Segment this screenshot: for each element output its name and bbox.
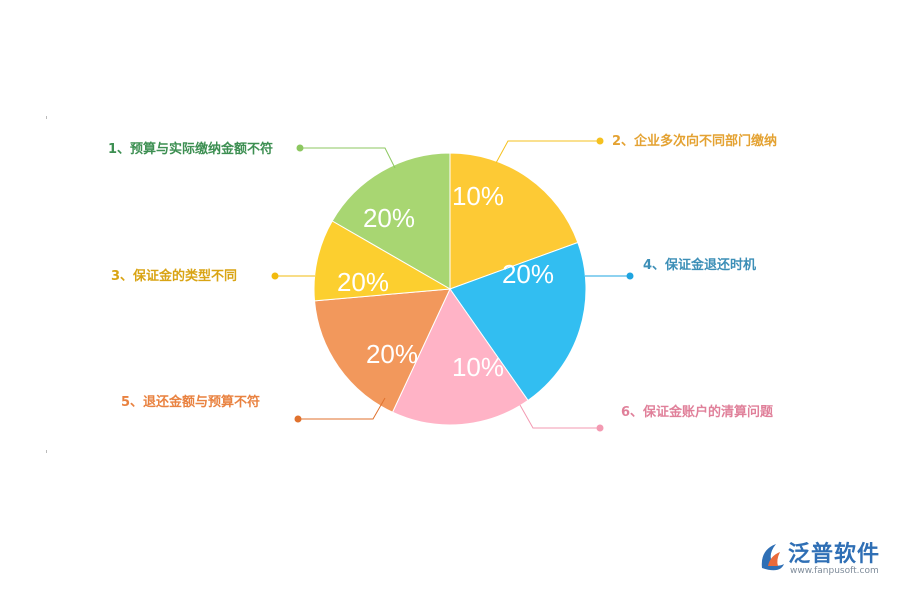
slice-value-label: 10% xyxy=(452,352,504,382)
slice-value-label: 20% xyxy=(366,339,418,369)
legend-label: 3、保证金的类型不同 xyxy=(111,268,237,284)
legend-dot xyxy=(294,415,302,423)
slice-value-label: 20% xyxy=(502,259,554,289)
legend-dot xyxy=(271,272,279,280)
logo-name: 泛普软件 xyxy=(788,542,881,567)
legend-dot xyxy=(296,144,304,152)
corner-tick xyxy=(46,450,47,453)
corner-tick xyxy=(46,116,47,119)
leader-line xyxy=(298,397,386,420)
legend-label: 6、保证金账户的清算问题 xyxy=(621,404,774,420)
legend-label: 2、企业多次向不同部门缴纳 xyxy=(612,133,777,149)
legend-label: 5、退还金额与预算不符 xyxy=(121,394,260,410)
slice-value-label: 20% xyxy=(363,203,415,233)
legend-label: 1、预算与实际缴纳金额不符 xyxy=(108,141,273,157)
legend-dot xyxy=(626,272,634,280)
pie-slices xyxy=(313,152,587,426)
pie-slice-1 xyxy=(331,152,451,290)
pie-slice-labels: 20% 10% 20% 10% 20% 20% xyxy=(337,181,554,382)
pie-slice-4 xyxy=(391,288,529,426)
leader-line xyxy=(300,147,396,169)
pie-slice-3 xyxy=(449,241,587,402)
legend-dot xyxy=(596,424,604,432)
legend: 1、预算与实际缴纳金额不符 2、企业多次向不同部门缴纳 4、保证金退还时机 6、保证金… xyxy=(108,133,777,420)
fanpu-logo-icon xyxy=(761,544,784,571)
leader-line xyxy=(519,404,600,429)
pie-slice-6 xyxy=(313,220,452,302)
legend-label: 4、保证金退还时机 xyxy=(643,257,756,273)
pie-slice-2 xyxy=(449,152,579,290)
logo-url: www.fanpusoft.com xyxy=(790,566,879,576)
legend-leader-lines xyxy=(271,137,634,432)
legend-dot xyxy=(596,137,604,145)
slice-value-label: 20% xyxy=(337,267,389,297)
leader-line xyxy=(495,140,600,164)
brand-logo: 泛普软件 www.fanpusoft.com xyxy=(758,536,888,586)
pie-slice-5 xyxy=(313,288,451,413)
slice-value-label: 10% xyxy=(452,181,504,211)
